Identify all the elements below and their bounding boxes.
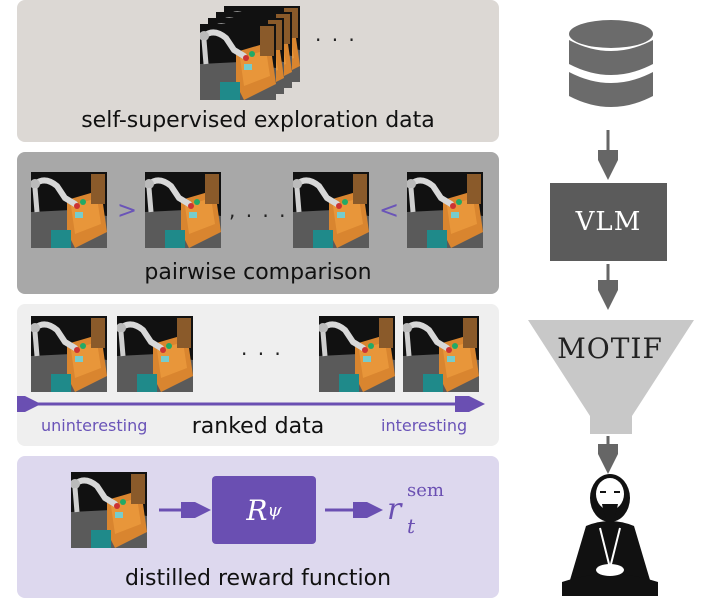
exploration-panel: · · · self-supervised exploration data <box>17 0 499 142</box>
stack-ellipsis: · · · <box>315 28 357 52</box>
ranked-panel: · · · uninteresting interesting ranked d… <box>17 304 499 446</box>
reward-subscript: ψ <box>267 499 282 521</box>
distilled-caption: distilled reward function <box>124 566 392 591</box>
database-icon <box>569 20 653 107</box>
pairwise-panel: > , . . . , < pairwise comparison <box>17 152 499 294</box>
pairwise-caption: pairwise comparison <box>144 260 372 285</box>
input-arrow <box>159 502 211 518</box>
exploration-stack <box>200 6 310 98</box>
robot-scene-thumbnail <box>407 172 483 248</box>
funnel-icon <box>528 320 694 434</box>
semantic-reward-output: r sem t <box>387 480 444 538</box>
robot-scene-thumbnail <box>31 172 107 248</box>
pairwise-ellipsis: , . . . , <box>229 198 305 222</box>
output-subscript: t <box>407 514 416 538</box>
ranked-caption: ranked data <box>191 414 325 439</box>
less-than-symbol: < <box>379 196 400 224</box>
robot-scene-thumbnail <box>200 24 276 100</box>
robot-scene-thumbnail <box>71 472 147 548</box>
pipeline-arrow-3 <box>598 436 618 474</box>
ranking-axis-arrow <box>17 396 485 412</box>
output-superscript: sem <box>407 480 444 501</box>
output-arrow <box>325 502 383 518</box>
ranked-ellipsis: · · · <box>241 342 283 366</box>
monk-icon <box>562 474 658 596</box>
reward-symbol: R <box>246 493 268 527</box>
exploration-caption: self-supervised exploration data <box>81 108 435 133</box>
interesting-label: interesting <box>381 416 468 435</box>
robot-scene-thumbnail <box>117 316 193 392</box>
greater-than-symbol: > <box>117 196 138 224</box>
pipeline-arrow-2 <box>598 264 618 310</box>
motif-label: MOTIF <box>557 332 663 365</box>
robot-scene-thumbnail <box>145 172 221 248</box>
uninteresting-label: uninteresting <box>41 416 148 435</box>
output-symbol: r <box>387 492 402 527</box>
robot-scene-thumbnail <box>403 316 479 392</box>
robot-scene-thumbnail <box>319 316 395 392</box>
robot-scene-thumbnail <box>31 316 107 392</box>
robot-scene-thumbnail <box>293 172 369 248</box>
vlm-box: VLM <box>550 183 667 261</box>
pipeline-arrow-1 <box>598 130 618 180</box>
